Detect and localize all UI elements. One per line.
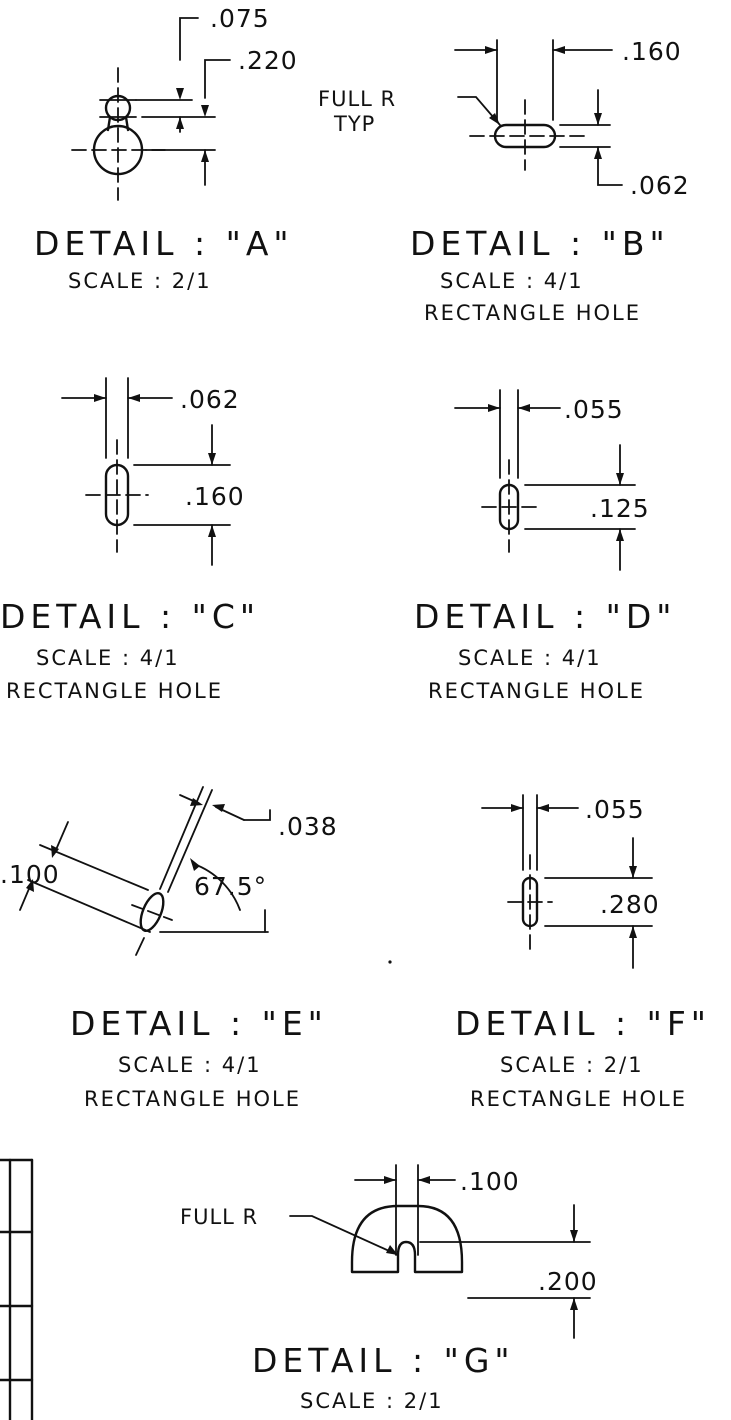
- detail-b: .160 .062 FULL R TYP DETAIL : "B" SCALE …: [318, 37, 690, 325]
- detail-g-title: DETAIL : "G": [252, 1341, 515, 1380]
- detail-f: .055 .280 DETAIL : "F" SCALE : 2/1 RECTA…: [388, 794, 711, 1111]
- slot-geometry: [85, 439, 149, 553]
- detail-a-title: DETAIL : "A": [34, 224, 294, 263]
- detail-d-scale: SCALE : 4/1: [458, 646, 602, 670]
- detail-c-scale: SCALE : 4/1: [36, 646, 180, 670]
- full-r-label: FULL R: [318, 87, 396, 111]
- detail-c-note: RECTANGLE HOLE: [6, 679, 223, 703]
- detail-e: .038 .100 67.5° DETAIL : "E" SCALE : 4/1…: [0, 786, 338, 1111]
- keyhole-geometry: [71, 67, 166, 201]
- dimension-lines: [61, 377, 231, 566]
- arch-geometry: [350, 1164, 464, 1274]
- detail-b-title: DETAIL : "B": [410, 224, 670, 263]
- dimension-062: .062: [180, 385, 240, 414]
- detail-a: .075 .220 DETAIL : "A" SCALE : 2/1: [34, 4, 298, 293]
- full-r-label: FULL R: [180, 1205, 258, 1229]
- detail-a-scale: SCALE : 2/1: [68, 269, 212, 293]
- dimension-lines: [454, 389, 636, 571]
- dimension-160: .160: [622, 37, 682, 66]
- dimension-lines: [289, 1176, 591, 1339]
- dimension-lines: [19, 794, 271, 933]
- dimension-100: .100: [460, 1167, 520, 1196]
- detail-b-note: RECTANGLE HOLE: [424, 301, 641, 325]
- dimension-280: .280: [600, 890, 660, 919]
- dimension-055: .055: [585, 795, 645, 824]
- slot-geometry: [469, 99, 586, 171]
- dimension-lines: [135, 17, 231, 186]
- detail-d-note: RECTANGLE HOLE: [428, 679, 645, 703]
- dimension-220: .220: [238, 46, 298, 75]
- dimension-lines: [454, 39, 623, 186]
- detail-c: .062 .160 DETAIL : "C" SCALE : 4/1 RECTA…: [0, 377, 260, 703]
- detail-c-title: DETAIL : "C": [0, 597, 260, 636]
- dimension-038: .038: [278, 812, 338, 841]
- detail-g-scale: SCALE : 2/1: [300, 1389, 444, 1413]
- dimension-062: .062: [630, 171, 690, 200]
- detail-e-scale: SCALE : 4/1: [118, 1053, 262, 1077]
- typ-label: TYP: [333, 112, 375, 136]
- detail-e-note: RECTANGLE HOLE: [84, 1087, 301, 1111]
- dimension-075: .075: [210, 4, 270, 33]
- detail-b-scale: SCALE : 4/1: [440, 269, 584, 293]
- detail-f-scale: SCALE : 2/1: [500, 1053, 644, 1077]
- dimension-200: .200: [538, 1267, 598, 1296]
- detail-f-note: RECTANGLE HOLE: [470, 1087, 687, 1111]
- detail-d-title: DETAIL : "D": [414, 597, 676, 636]
- detail-f-title: DETAIL : "F": [455, 1004, 711, 1043]
- dimension-125: .125: [590, 494, 650, 523]
- slot-geometry: [507, 854, 553, 951]
- slot-geometry: [481, 459, 539, 553]
- detail-d: .055 .125 DETAIL : "D" SCALE : 4/1 RECTA…: [414, 389, 676, 703]
- dimension-055: .055: [564, 395, 624, 424]
- dimension-160: .160: [185, 482, 245, 511]
- dimension-lines: [388, 794, 653, 969]
- angle-67-5: 67.5°: [194, 872, 267, 901]
- detail-g: .100 .200 FULL R DETAIL : "G" SCALE : 2/…: [180, 1164, 598, 1413]
- dimension-100: .100: [0, 860, 60, 889]
- border-table-fragment: [0, 1158, 34, 1420]
- detail-e-title: DETAIL : "E": [70, 1004, 328, 1043]
